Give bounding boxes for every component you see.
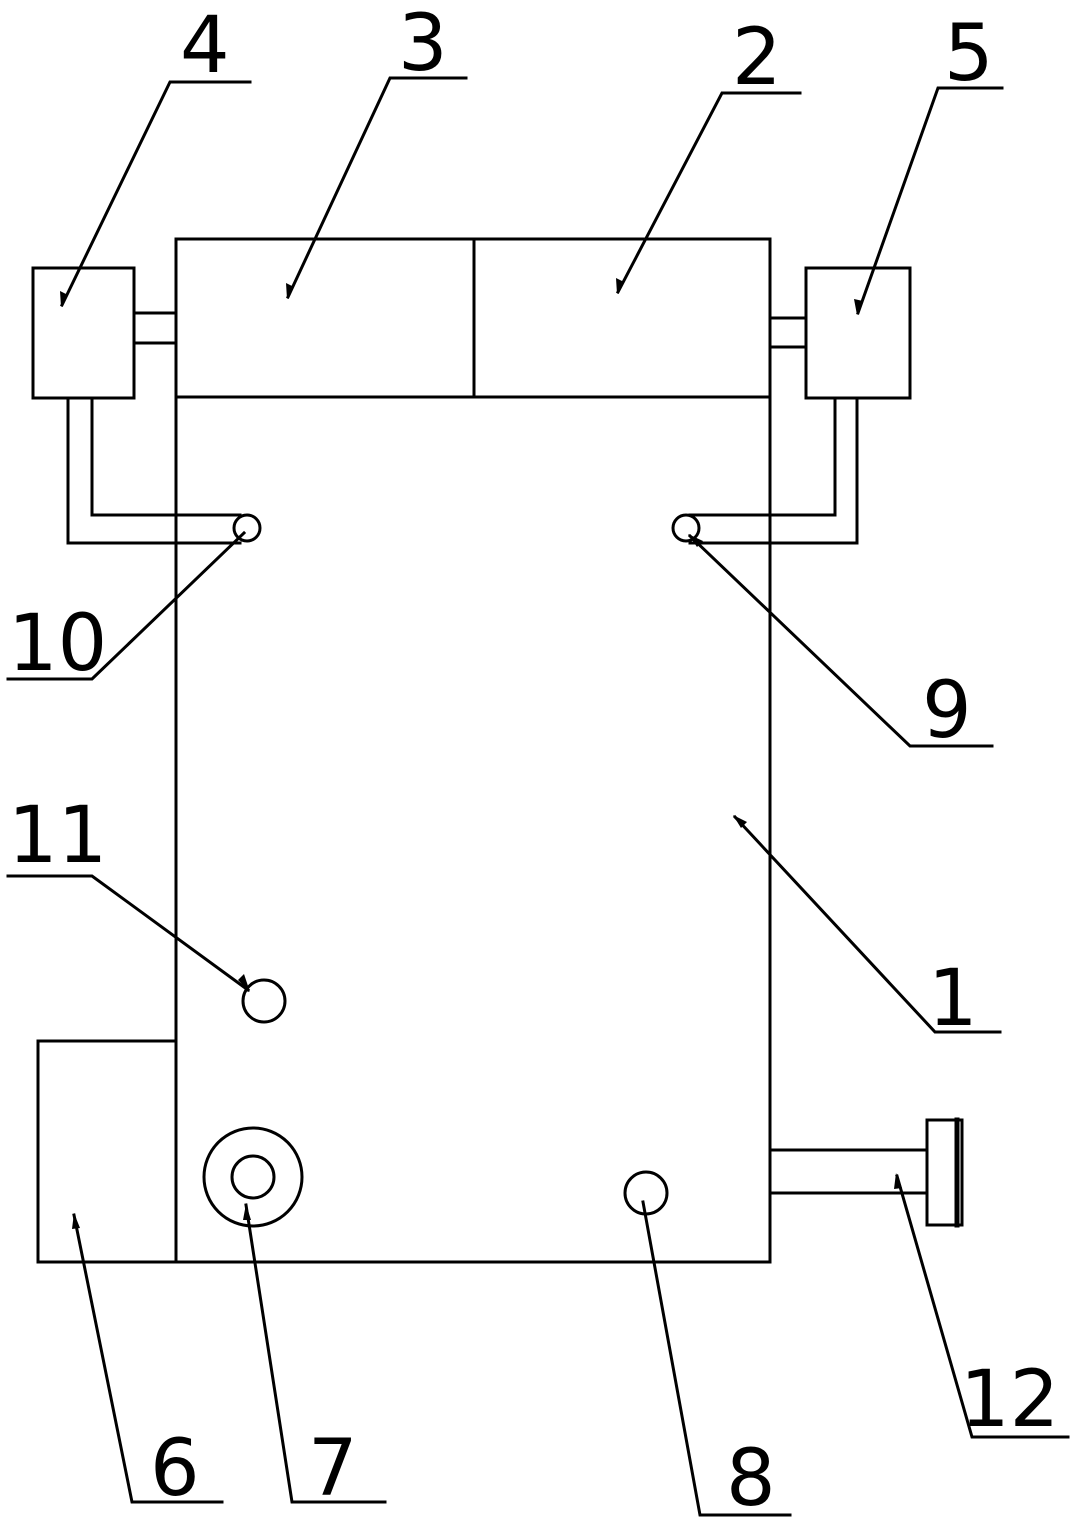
part-labels: 1 2 3 4 5 6 7 8 9 10 11 12 xyxy=(8,0,1059,1524)
leader-1 xyxy=(732,814,1002,1034)
left-pipe-outer xyxy=(66,396,242,545)
outlet-ring-outer xyxy=(202,1126,304,1228)
label-2: 2 xyxy=(732,13,782,103)
left-side-box xyxy=(31,266,136,400)
leader-6 xyxy=(72,1213,224,1504)
label-10: 10 xyxy=(8,599,107,689)
left-pipe-inner xyxy=(90,396,242,517)
top-left-compartment xyxy=(174,237,476,399)
arrowheads xyxy=(60,278,902,1229)
label-4: 4 xyxy=(180,1,230,91)
leader-2 xyxy=(615,91,802,295)
arrowhead-3 xyxy=(286,283,294,299)
leader-10 xyxy=(6,530,247,681)
right-side-box xyxy=(804,266,912,400)
arrowhead-9 xyxy=(688,534,703,547)
label-11: 11 xyxy=(8,791,107,881)
handle-knob xyxy=(925,1118,964,1227)
arrowhead-5 xyxy=(854,299,863,315)
label-3: 3 xyxy=(398,0,448,89)
leader-12 xyxy=(895,1174,1070,1439)
leader-11 xyxy=(6,874,251,993)
arrowhead-4 xyxy=(60,291,68,307)
arrowhead-1 xyxy=(733,815,747,828)
arrowhead-12 xyxy=(894,1173,902,1189)
label-6: 6 xyxy=(150,1424,200,1514)
arrowhead-2 xyxy=(616,278,624,294)
label-5: 5 xyxy=(944,9,994,99)
leader-8 xyxy=(641,1200,792,1517)
right-pipe-inner xyxy=(688,396,837,517)
label-1: 1 xyxy=(928,954,978,1044)
right-pipe-inlet xyxy=(671,513,701,543)
lower-left-box xyxy=(36,1039,178,1264)
arrowhead-6 xyxy=(72,1213,80,1229)
leader-4 xyxy=(59,80,252,308)
leader-5 xyxy=(856,86,1004,315)
leader-7 xyxy=(244,1203,387,1504)
arrowhead-7 xyxy=(243,1204,251,1220)
leader-3 xyxy=(286,76,468,299)
arrowhead-11 xyxy=(238,974,250,992)
bottom-port xyxy=(623,1170,669,1216)
side-port xyxy=(241,978,287,1024)
top-right-compartment xyxy=(472,237,772,399)
label-9: 9 xyxy=(922,666,972,756)
label-8: 8 xyxy=(726,1434,776,1520)
outlet-ring-inner xyxy=(230,1154,276,1200)
right-pipe-outer xyxy=(688,396,859,545)
label-12: 12 xyxy=(960,1355,1059,1445)
leader-9 xyxy=(687,533,994,748)
label-7: 7 xyxy=(308,1424,358,1514)
